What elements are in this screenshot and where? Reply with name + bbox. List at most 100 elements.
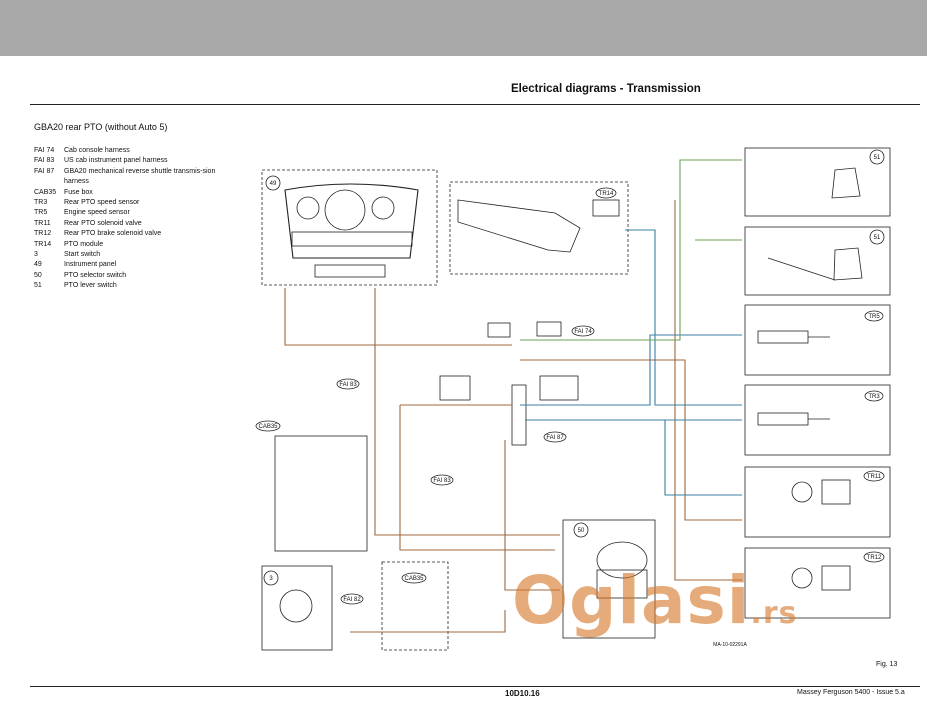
legend-item: TR3 Rear PTO speed sensor <box>34 198 234 208</box>
callout-51-upper: 51 <box>874 155 881 161</box>
harness-fai83-b: FAI 83 <box>433 478 451 484</box>
legend-code: TR3 <box>34 199 48 207</box>
legend-code: FAI 74 <box>34 147 55 154</box>
legend-desc: Rear PTO brake solenoid valve <box>64 230 162 238</box>
switch-51-lower <box>833 247 863 281</box>
watermark-suffix: .rs <box>750 596 798 631</box>
valve-tr12-coil <box>791 567 813 589</box>
legend-item: CAB35 Fuse box <box>34 188 234 198</box>
instrument-panel-outline <box>284 183 419 259</box>
callout-oval <box>430 474 454 486</box>
box-tr3 <box>744 384 891 456</box>
callout-oval <box>863 470 885 482</box>
selector-base <box>596 569 648 599</box>
legend-code: 49 <box>34 261 42 269</box>
legend-code: CAB35 <box>34 188 57 196</box>
brown-wire <box>520 359 742 521</box>
callout-tr5: TR5 <box>868 314 880 320</box>
callout-oval <box>543 431 567 443</box>
callout-circle <box>573 522 589 538</box>
blue-wire <box>625 229 742 406</box>
callout-circle <box>869 149 885 165</box>
callout-cab35-upper: CAB35 <box>258 424 278 430</box>
box-50 <box>562 519 656 639</box>
legend-code: 51 <box>34 282 42 290</box>
box-tr12 <box>744 547 891 619</box>
callout-tr12: TR12 <box>867 555 882 561</box>
harness-fai83-a: FAI 83 <box>339 382 357 388</box>
legend-desc: PTO lever switch <box>64 282 117 290</box>
callout-tr14: TR14 <box>599 191 614 197</box>
callout-49: 49 <box>270 181 277 187</box>
harness-fai82: FAI 82 <box>343 597 361 603</box>
callout-3: 3 <box>269 576 273 582</box>
legend-item: FAI 87 GBA20 mechanical reverse shuttle t… <box>34 167 234 188</box>
blue-wire <box>520 334 742 406</box>
callout-oval <box>571 325 595 337</box>
warning-lamp-row <box>291 231 413 247</box>
legend-desc: Instrument panel <box>64 261 117 269</box>
box-cab35-lower <box>381 561 449 651</box>
green-wire <box>520 159 742 341</box>
page-title: Electrical diagrams - Transmission <box>511 83 701 95</box>
box-51-lower <box>744 226 891 296</box>
callout-cab35-lower: CAB35 <box>404 576 424 582</box>
legend-item: 51 PTO lever switch <box>34 281 234 291</box>
valve-tr12-body <box>821 565 851 591</box>
legend-item: 49 Instrument panel <box>34 260 234 270</box>
fuse-box <box>274 435 368 552</box>
legend-desc: GBA20 mechanical reverse shuttle transmi… <box>64 167 216 186</box>
brown-wire <box>284 288 512 346</box>
gauge-right <box>371 196 395 220</box>
brown-wire <box>674 200 742 581</box>
callout-circle <box>265 175 281 191</box>
start-switch <box>279 589 313 623</box>
legend-desc: Start switch <box>64 251 101 259</box>
legend-item: 50 PTO selector switch <box>34 271 234 281</box>
switch-51-lever <box>767 257 836 281</box>
selector-knob <box>596 541 648 579</box>
legend-code: FAI 87 <box>34 167 55 175</box>
box-tr11 <box>744 466 891 538</box>
legend-desc: PTO selector switch <box>64 271 127 279</box>
callout-tr11: TR11 <box>867 474 882 480</box>
legend-desc: Engine speed sensor <box>64 209 130 217</box>
section-title: GBA20 rear PTO (without Auto 5) <box>34 122 168 132</box>
legend-desc: US cab instrument panel harness <box>64 157 168 165</box>
harness-fai74: FAI 74 <box>574 329 592 335</box>
pto-module-body <box>457 199 581 253</box>
legend-desc: Rear PTO speed sensor <box>64 199 140 207</box>
page-number: 10D10.16 <box>505 689 540 698</box>
tr14-connector <box>592 199 620 217</box>
connector-b <box>539 375 579 401</box>
callout-51-lower: 51 <box>874 235 881 241</box>
legend-desc: Rear PTO solenoid valve <box>64 219 142 227</box>
legend-desc: Cab console harness <box>64 147 130 154</box>
callout-circle <box>263 570 279 586</box>
watermark: Oglasi.rs <box>512 562 797 639</box>
blue-wire <box>664 420 742 496</box>
sensor-tr3 <box>757 412 809 426</box>
gauge-center <box>324 189 366 231</box>
legend-code: TR12 <box>34 230 52 238</box>
callout-oval <box>255 420 281 432</box>
brown-wire <box>350 610 506 633</box>
top-bar <box>0 0 927 56</box>
connector-c <box>536 321 562 337</box>
switch-51-upper <box>831 167 861 199</box>
callout-oval <box>401 572 427 584</box>
footer-rule <box>30 686 920 687</box>
legend-code: TR11 <box>34 219 51 227</box>
legend-code: 50 <box>34 271 42 279</box>
callout-oval <box>595 187 617 199</box>
callout-oval <box>864 390 884 402</box>
brown-wire <box>399 404 555 551</box>
legend-desc: Fuse box <box>64 188 93 196</box>
legend-item: TR11 Rear PTO solenoid valve <box>34 219 234 229</box>
